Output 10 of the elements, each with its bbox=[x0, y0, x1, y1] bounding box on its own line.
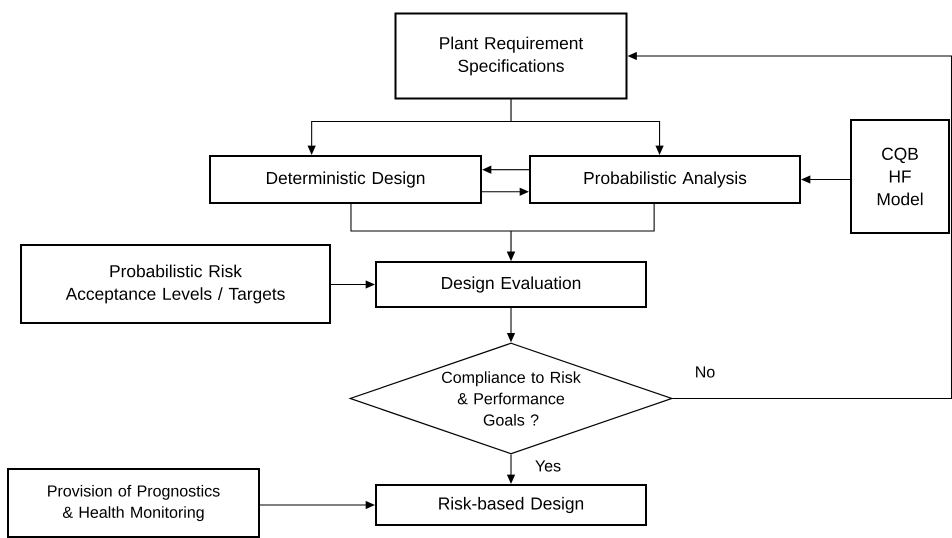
edge-label: Yes bbox=[534, 459, 562, 473]
process-box: Risk-based Design bbox=[375, 484, 647, 526]
process-box: CQB HF Model bbox=[850, 119, 950, 234]
process-box: Probabilistic Analysis bbox=[529, 155, 801, 204]
process-box: Plant Requirement Specifications bbox=[394, 12, 628, 100]
edge-label: No bbox=[693, 365, 717, 379]
process-box: Probabilistic Risk Acceptance Levels / Targets bbox=[20, 244, 331, 324]
process-box: Design Evaluation bbox=[375, 261, 647, 308]
process-box: Provision of Prognostics & Health Monitoring bbox=[7, 468, 260, 538]
process-box: Deterministic Design bbox=[209, 155, 482, 204]
